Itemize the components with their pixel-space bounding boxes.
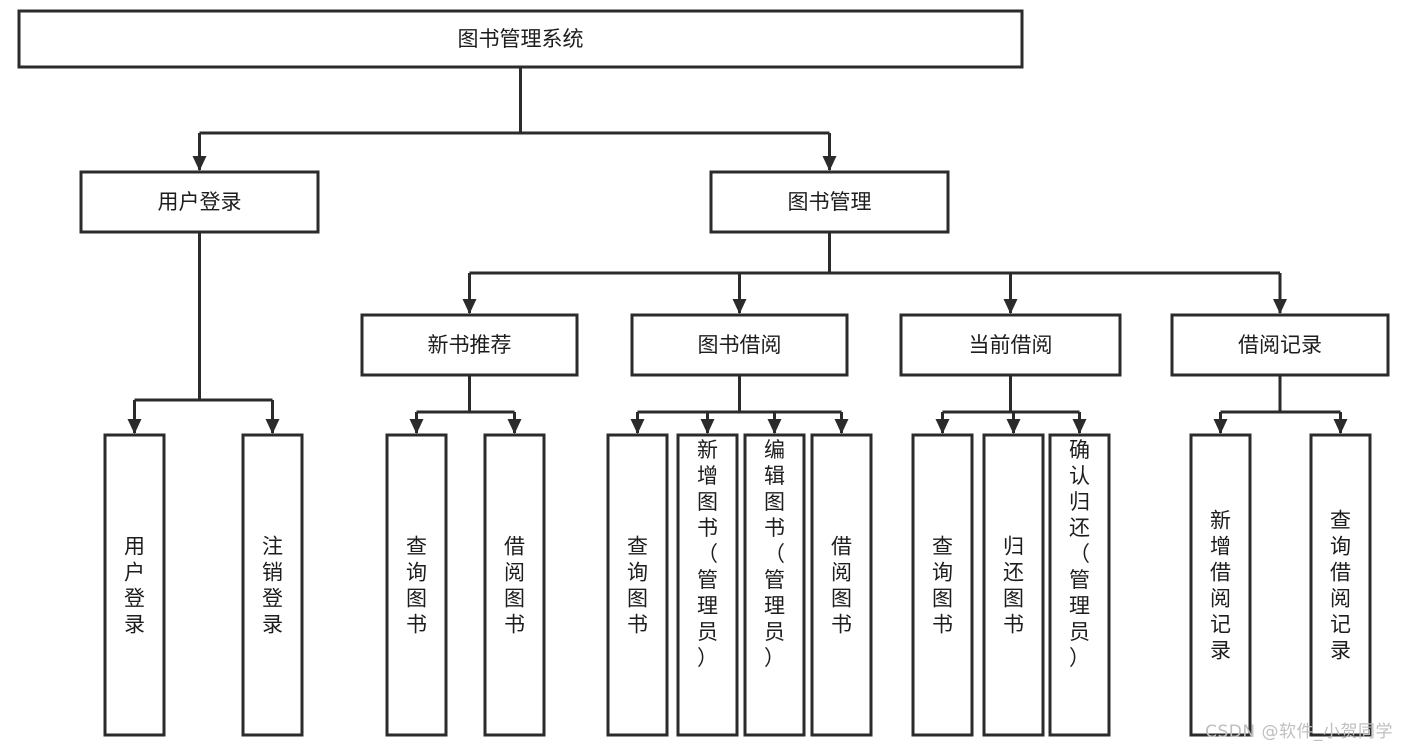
node-l3-2-当前借阅[interactable]: 当前借阅 xyxy=(899,313,1122,377)
node-label: 当前借阅 xyxy=(969,333,1053,357)
node-leaf-9-归还图书[interactable]: 归还图书 xyxy=(982,433,1045,737)
node-leaf-5-新增图书管理员[interactable]: 新增图书（管理员） xyxy=(676,433,739,737)
node-leaf-3-借阅图书[interactable]: 借阅图书 xyxy=(483,433,546,737)
node-box xyxy=(103,433,166,737)
node-layer: 图书管理系统用户登录图书管理新书推荐图书借阅当前借阅借阅记录用户登录注销登录查询… xyxy=(17,9,1390,737)
node-label: 新书推荐 xyxy=(428,333,512,357)
node-leaf-1-注销登录[interactable]: 注销登录 xyxy=(241,433,304,737)
arrow-head-icon xyxy=(1072,419,1087,434)
node-label: 新增图书（管理员） xyxy=(697,438,718,670)
node-leaf-4-查询图书[interactable]: 查询图书 xyxy=(606,433,669,737)
node-root-0-图书管理系统[interactable]: 图书管理系统 xyxy=(17,9,1024,69)
node-box xyxy=(810,433,873,737)
arrow-head-icon xyxy=(767,419,782,434)
arrow-head-icon xyxy=(732,299,747,314)
node-box xyxy=(483,433,546,737)
node-label: 图书借阅 xyxy=(698,333,782,357)
arrow-head-icon xyxy=(409,419,424,434)
arrow-head-icon xyxy=(700,419,715,434)
arrow-head-icon xyxy=(1333,419,1348,434)
node-label: 借阅图书 xyxy=(504,534,525,636)
node-box xyxy=(709,170,950,234)
arrow-head-icon xyxy=(630,419,645,434)
node-box xyxy=(79,170,320,234)
node-label: 查询图书 xyxy=(406,534,427,636)
node-label: 查询图书 xyxy=(932,534,953,636)
node-box xyxy=(1309,433,1372,737)
node-label: 查询借阅记录 xyxy=(1330,508,1351,662)
node-label: 新增借阅记录 xyxy=(1210,508,1231,662)
node-box xyxy=(385,433,448,737)
arrow-head-icon xyxy=(462,299,477,314)
arrow-head-icon xyxy=(1006,419,1021,434)
node-leaf-7-借阅图书[interactable]: 借阅图书 xyxy=(810,433,873,737)
arrow-head-icon xyxy=(1273,299,1287,314)
node-box xyxy=(17,9,1024,69)
node-leaf-0-用户登录[interactable]: 用户登录 xyxy=(103,433,166,737)
node-label: 归还图书 xyxy=(1003,534,1024,636)
arrow-head-icon xyxy=(834,419,849,434)
node-l3-3-借阅记录[interactable]: 借阅记录 xyxy=(1170,313,1390,377)
node-leaf-6-编辑图书管理员[interactable]: 编辑图书（管理员） xyxy=(743,433,806,737)
node-label: 确认归还（管理员） xyxy=(1069,438,1090,670)
node-l3-1-图书借阅[interactable]: 图书借阅 xyxy=(630,313,849,377)
node-label: 借阅记录 xyxy=(1238,333,1322,357)
node-box xyxy=(743,433,806,737)
node-box xyxy=(676,433,739,737)
node-label: 编辑图书（管理员） xyxy=(764,438,785,670)
node-l2-1-图书管理[interactable]: 图书管理 xyxy=(709,170,950,234)
arrow-head-icon xyxy=(192,156,207,171)
node-box xyxy=(241,433,304,737)
arrow-head-icon xyxy=(1213,419,1228,434)
arrow-head-icon xyxy=(935,419,950,434)
arrow-head-icon xyxy=(265,419,280,434)
node-label: 查询图书 xyxy=(627,534,648,636)
node-l3-0-新书推荐[interactable]: 新书推荐 xyxy=(360,313,579,377)
node-label: 用户登录 xyxy=(124,534,145,636)
arrow-head-icon xyxy=(822,156,837,171)
arrow-head-icon xyxy=(1003,299,1018,314)
node-l2-0-用户登录[interactable]: 用户登录 xyxy=(79,170,320,234)
arrow-head-icon xyxy=(507,419,522,434)
node-box xyxy=(899,313,1122,377)
node-box xyxy=(360,313,579,377)
node-leaf-11-新增借阅记录[interactable]: 新增借阅记录 xyxy=(1189,433,1252,737)
node-label: 用户登录 xyxy=(158,190,242,214)
node-box xyxy=(911,433,974,737)
node-label: 注销登录 xyxy=(262,534,283,636)
node-label: 借阅图书 xyxy=(831,534,852,636)
node-leaf-12-查询借阅记录[interactable]: 查询借阅记录 xyxy=(1309,433,1372,737)
node-box xyxy=(1189,433,1252,737)
node-leaf-10-确认归还管理员[interactable]: 确认归还（管理员） xyxy=(1048,433,1111,737)
node-leaf-8-查询图书[interactable]: 查询图书 xyxy=(911,433,974,737)
connector-layer xyxy=(127,67,1348,434)
node-box xyxy=(1170,313,1390,377)
node-box xyxy=(606,433,669,737)
node-label: 图书管理 xyxy=(788,190,872,214)
node-box xyxy=(630,313,849,377)
node-label: 图书管理系统 xyxy=(458,27,584,51)
node-box xyxy=(982,433,1045,737)
node-leaf-2-查询图书[interactable]: 查询图书 xyxy=(385,433,448,737)
arrow-head-icon xyxy=(127,419,142,434)
node-box xyxy=(1048,433,1111,737)
